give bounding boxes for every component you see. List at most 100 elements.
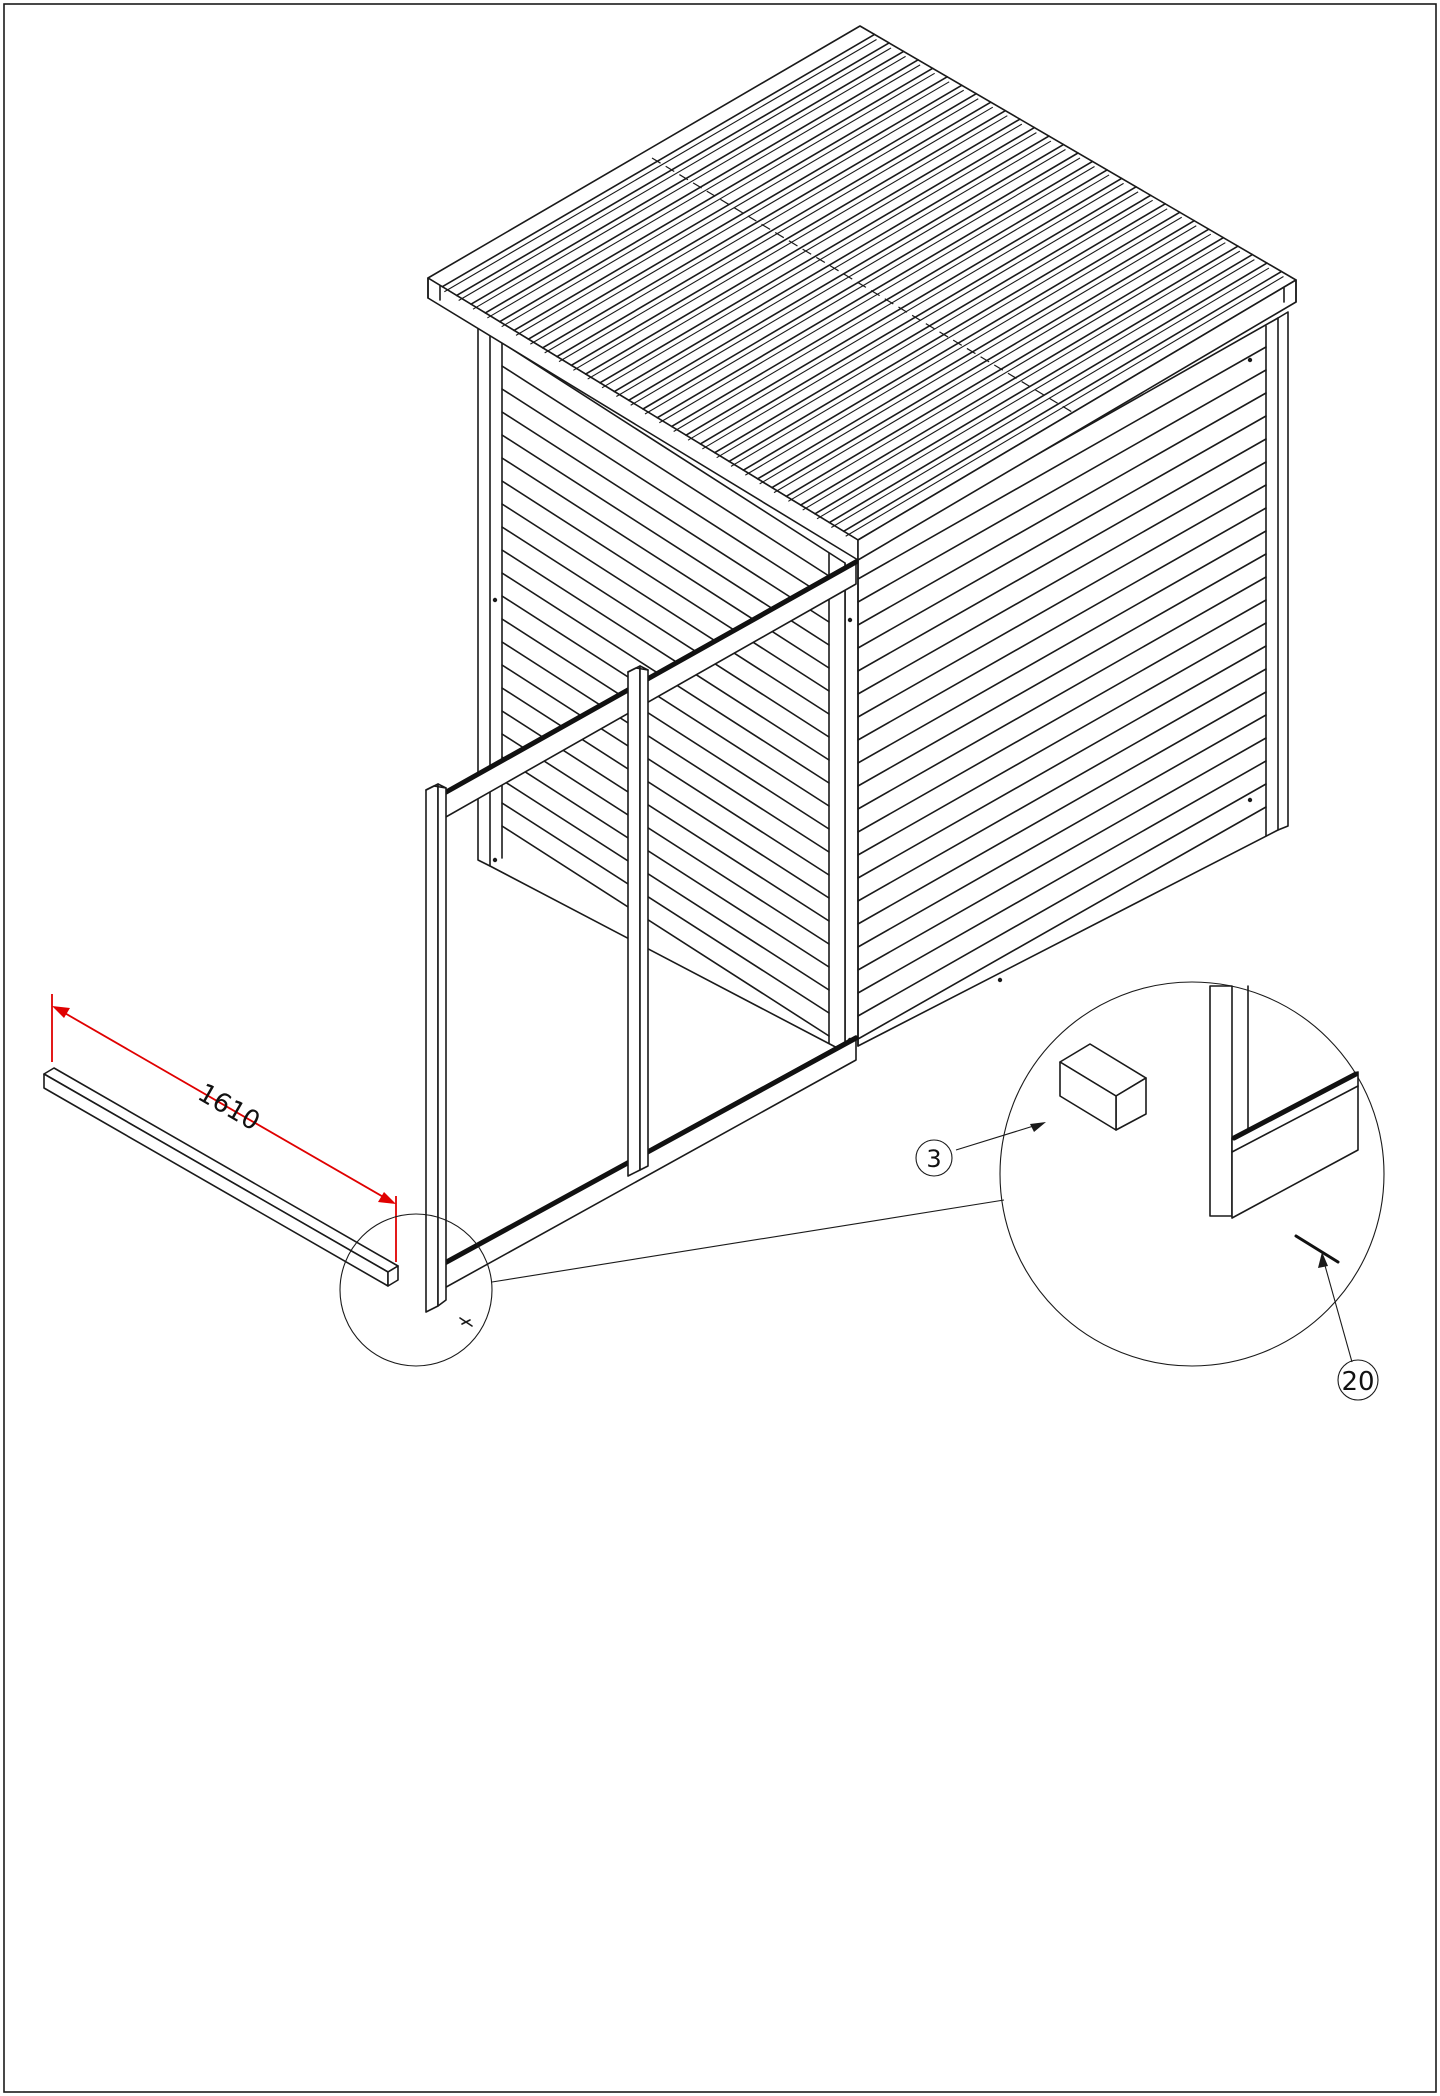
roof-plank-line — [513, 76, 949, 332]
roof-plank-line — [613, 135, 1050, 393]
roof-plank-edge — [788, 242, 1226, 502]
back-wall-board-line — [501, 825, 830, 1037]
screw-dot — [1247, 797, 1253, 803]
roof-plank-line — [584, 118, 1021, 375]
roof — [427, 25, 1297, 561]
right-wall-board-line — [857, 415, 1267, 649]
roof-plank-line — [642, 152, 1079, 410]
roof-plank-edge — [558, 106, 994, 363]
screw-dot — [847, 617, 853, 623]
roof-plank-line — [470, 50, 905, 306]
roof-plank-line — [656, 160, 1094, 419]
right-wall-board-line — [857, 392, 1267, 626]
roof-plank-line — [814, 253, 1254, 515]
detail-marker-circle — [339, 1213, 493, 1367]
roof-plank-edge — [630, 149, 1066, 406]
roof-plank-edge — [773, 233, 1212, 494]
roof-plank-line — [756, 219, 1196, 480]
right-wall-board-line — [857, 668, 1267, 902]
roof-plank-line — [699, 186, 1137, 445]
roof-plank-line — [441, 33, 876, 288]
right-wall-board-line — [857, 783, 1267, 1017]
roof-plank-line — [828, 262, 1268, 524]
front-frame — [425, 559, 859, 1313]
right-wall-board-line — [857, 530, 1267, 764]
back-wall-board-line — [501, 457, 830, 669]
back-wall-board-line — [501, 388, 830, 600]
roof-plank-edge — [444, 38, 877, 293]
roof-plank-edge — [673, 174, 1110, 432]
callout-3-label: 3 — [926, 1145, 941, 1173]
detail-leader — [491, 1199, 1005, 1283]
roof-plank-line — [742, 211, 1181, 471]
back-wall-board-line — [501, 641, 830, 853]
back-wall-board-line — [501, 756, 830, 968]
right-wall-board-line — [857, 645, 1267, 879]
roof-plank-line — [455, 42, 890, 297]
back-wall-board-line — [501, 526, 830, 738]
roof-plank-edge — [616, 140, 1052, 398]
roof-plank-edge — [601, 132, 1037, 389]
back-wall-board-line — [501, 802, 830, 1014]
back-wall-board-line — [501, 687, 830, 899]
roof-plank-edge — [659, 165, 1095, 424]
screw-dot — [1247, 357, 1253, 363]
right-wall-board-line — [857, 599, 1267, 833]
roof-plank-edge — [730, 208, 1168, 467]
back-wall-board-line — [501, 779, 830, 991]
page-frame — [3, 3, 1437, 2093]
roof-plank-edge — [472, 55, 906, 310]
right-wall-board-line — [857, 484, 1267, 718]
roof-plank-edge — [644, 157, 1081, 415]
roof-plank-edge — [702, 191, 1139, 450]
roof-plank-line — [541, 92, 978, 349]
right-wall-board-line — [857, 760, 1267, 994]
right-wall-board-line — [857, 369, 1267, 603]
roof-plank-line — [527, 84, 963, 340]
right-wall-board-line — [857, 714, 1267, 948]
roof-plank-line — [484, 59, 919, 314]
roof-plank-line — [785, 236, 1225, 498]
roof-plank-edge — [816, 259, 1255, 520]
right-wall — [844, 311, 1289, 1053]
roof-plank-edge — [802, 250, 1241, 511]
back-wall-board-line — [501, 595, 830, 807]
roof-plank-edge — [573, 115, 1008, 371]
loose-beam — [43, 1067, 399, 1287]
roof-plank-line — [799, 245, 1239, 506]
back-wall-board-line — [501, 733, 830, 945]
right-wall-board-line — [857, 691, 1267, 925]
back-wall-board-line — [501, 411, 830, 623]
screw-dot — [492, 597, 498, 603]
roof-plank-line — [670, 169, 1108, 428]
screw-dot — [492, 857, 498, 863]
roof-plank-line — [570, 109, 1007, 367]
roof-plank-line — [771, 228, 1210, 489]
roof-plank-line — [498, 67, 934, 323]
right-wall-board-line — [857, 737, 1267, 971]
roof-plank-edge — [687, 182, 1124, 441]
roof-plank-edge — [530, 89, 965, 345]
right-wall-board-line — [857, 576, 1267, 810]
callout-20: 20 — [1318, 1252, 1379, 1401]
callout-20-label: 20 — [1341, 1367, 1374, 1397]
back-wall-board-line — [501, 664, 830, 876]
roof-plank-edge — [759, 225, 1197, 485]
right-wall-board-line — [857, 461, 1267, 695]
back-wall-board-line — [501, 549, 830, 761]
right-wall-board-line — [857, 622, 1267, 856]
roof-plank-line — [842, 270, 1283, 533]
magnified-detail — [999, 981, 1385, 1367]
dimension-line: 1610 — [51, 994, 397, 1262]
back-wall-board-line — [501, 503, 830, 715]
roof-plank-line — [599, 126, 1036, 384]
back-wall-board-line — [501, 618, 830, 830]
back-wall-board-line — [501, 365, 830, 577]
roof-plank-line — [728, 203, 1166, 463]
back-wall-board-line — [501, 480, 830, 692]
roof-plank-edge — [745, 216, 1183, 476]
roof-plank-edge — [831, 267, 1270, 529]
roof-plank-edge — [845, 276, 1284, 537]
roof-plank-line — [685, 177, 1123, 437]
